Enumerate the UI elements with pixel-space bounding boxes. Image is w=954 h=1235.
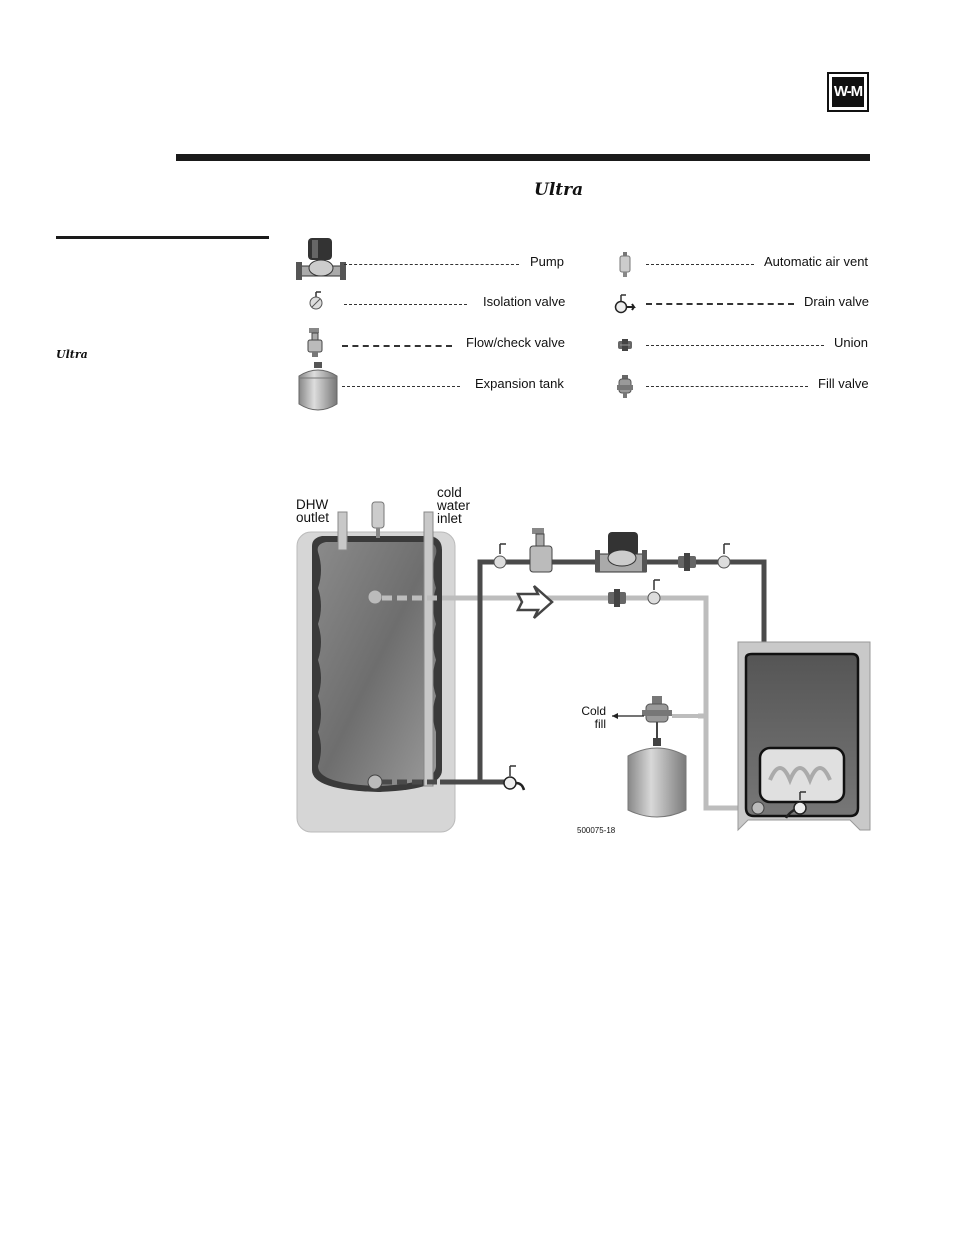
legend-leader-expansion (342, 386, 460, 387)
supply-isolation-valve-icon (494, 544, 506, 568)
tank-lower-connection (368, 775, 382, 789)
cold-fill-arrow-icon (612, 713, 644, 719)
legend-leader-union (646, 345, 824, 346)
supply-flow-check-valve-icon (530, 528, 552, 572)
legend-label-drain: Drain valve (804, 294, 869, 309)
boiler (738, 642, 870, 830)
isolation-valve-icon (306, 291, 326, 311)
legend-label-flowcheck: Flow/check valve (466, 335, 565, 350)
dhw-outlet-label: DHW outlet (296, 498, 329, 524)
fill-valve-assembly-icon (642, 696, 698, 740)
legend-label-airvent: Automatic air vent (764, 254, 868, 269)
union-icon (618, 339, 632, 351)
piping-diagram (290, 480, 870, 832)
legend-label-fill: Fill valve (818, 376, 869, 391)
pump-icon (296, 236, 346, 284)
legend-label-union: Union (834, 335, 868, 350)
figure-code: 500075-18 (577, 824, 615, 837)
legend-leader-fill (646, 386, 808, 387)
return-union-icon (608, 589, 626, 607)
fill-valve-icon (617, 375, 633, 399)
legend-leader-airvent (646, 264, 754, 265)
legend-label-expansion: Expansion tank (475, 376, 564, 391)
drain-valve-icon (614, 294, 638, 314)
supply-union-icon (678, 553, 696, 571)
tank-upper-connection (368, 590, 382, 604)
dhw-outlet-pipe (338, 512, 347, 550)
boiler-return-connection (752, 802, 764, 814)
system-expansion-tank-icon (628, 738, 686, 817)
flow-check-valve-icon (305, 326, 325, 358)
air-vent-icon (618, 252, 632, 278)
sidebar-rule (56, 236, 269, 239)
flow-arrow-icon (518, 586, 552, 618)
supply-isolation-valve-2-icon (718, 544, 730, 568)
sidebar-note: Ultra (56, 348, 88, 361)
expansion-tank-icon (297, 362, 339, 414)
logo-inner: W-M (832, 77, 864, 107)
legend-label-isolation: Isolation valve (483, 294, 565, 309)
legend-leader-isolation (344, 304, 467, 305)
legend-label-pump: Pump (530, 254, 564, 269)
legend-leader-flowcheck (342, 345, 452, 347)
supply-pump-icon (595, 532, 647, 572)
tank-drain-valve-icon (504, 766, 524, 790)
legend-leader-drain (646, 303, 794, 305)
return-isolation-valve-icon (648, 580, 660, 604)
header-rule (176, 154, 870, 161)
cold-water-inlet-label: cold water inlet (437, 486, 470, 525)
logo: W-M (827, 72, 869, 112)
cold-fill-label: Cold fill (578, 705, 606, 731)
legend-leader-pump (344, 264, 519, 265)
cold-inlet-pipe (424, 512, 433, 786)
section-title: Ultra (534, 180, 583, 200)
